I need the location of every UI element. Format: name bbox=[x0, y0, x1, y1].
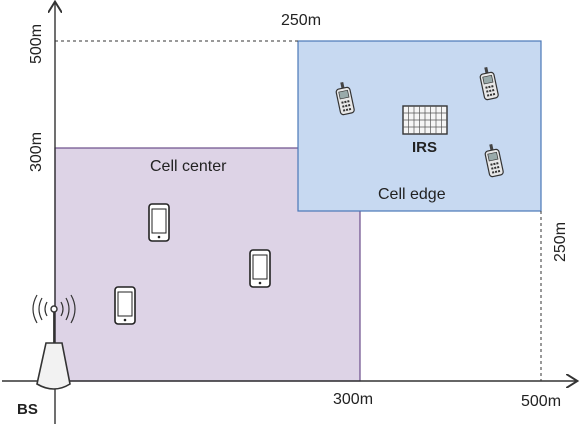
x-label-500: 500m bbox=[521, 393, 561, 410]
y-label-300: 300m bbox=[28, 132, 45, 172]
bs-label: BS bbox=[17, 401, 38, 418]
right-label-250: 250m bbox=[552, 222, 569, 262]
irs-label: IRS bbox=[412, 139, 437, 156]
smartphone-icon bbox=[114, 286, 136, 325]
y-label-500: 500m bbox=[28, 24, 45, 64]
feature-phone-icon bbox=[335, 81, 355, 116]
feature-phone-icon bbox=[484, 143, 504, 178]
feature-phone-icon bbox=[479, 66, 499, 101]
cell-center-label: Cell center bbox=[150, 158, 227, 175]
smartphone-icon bbox=[148, 203, 170, 242]
cell-edge-label: Cell edge bbox=[378, 186, 446, 203]
x-label-300: 300m bbox=[333, 391, 373, 408]
base-station-icon bbox=[36, 305, 71, 390]
smartphone-icon bbox=[249, 249, 271, 288]
wireless-signal-icon bbox=[32, 294, 76, 324]
top-label-250: 250m bbox=[281, 12, 321, 29]
irs-panel-icon bbox=[402, 105, 448, 135]
